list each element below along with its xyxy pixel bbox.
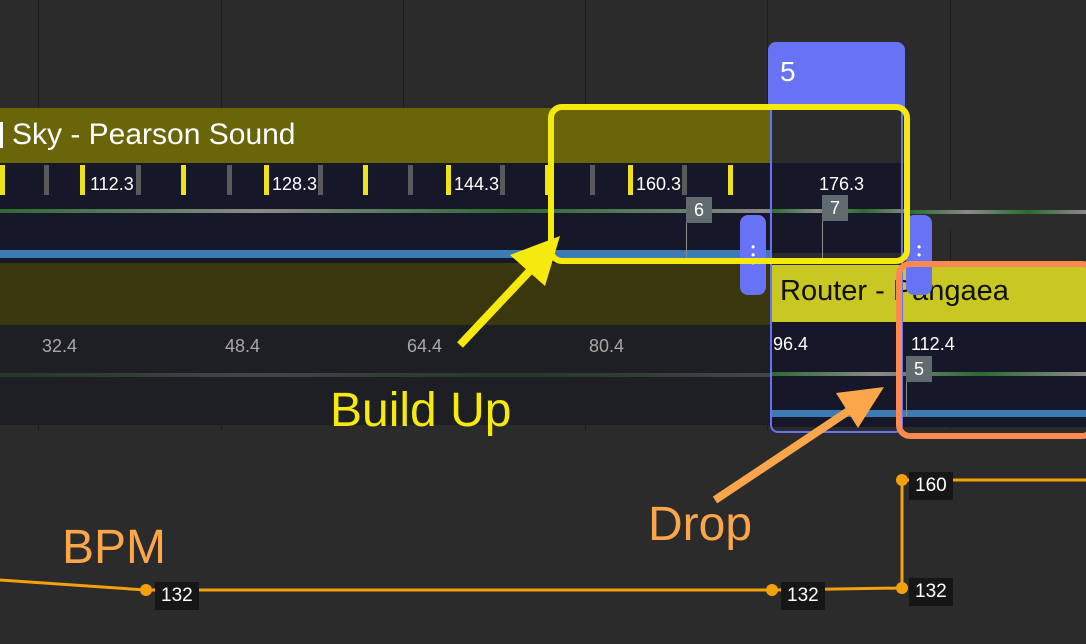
beat-label: 144.3 [454,174,500,194]
track-a-waveform-end [910,200,1086,230]
beat-marker [682,165,687,195]
beat-marker [136,165,141,195]
beat-label: 32.4 [42,336,78,356]
beat-label: 48.4 [225,336,261,356]
beat-marker [264,165,269,195]
bpm-value: 160 [909,472,953,500]
beat-marker [181,165,186,195]
track-b-phrase-strip [770,410,1086,417]
bpm-point[interactable] [140,584,152,596]
beat-marker [590,165,595,195]
beat-marker [545,165,550,195]
bpm-value: 132 [781,582,825,610]
beat-marker [44,165,49,195]
beat-marker [446,165,451,195]
waveform [0,209,770,213]
bpm-point[interactable] [896,582,908,594]
beat-label: 128.3 [272,174,318,194]
beat-label: 112.4 [911,334,955,354]
drop-highlight [896,261,1086,439]
track-b-waveform-area[interactable]: 32.4 48.4 64.4 80.4 [0,325,770,425]
beat-marker [408,165,413,195]
beat-marker [80,165,85,195]
selected-cue-tab[interactable]: 5 [768,42,905,110]
beat-marker [728,165,733,195]
drop-label: Drop [648,498,753,551]
build-up-highlight [548,104,910,264]
beat-marker [500,165,505,195]
beat-marker [363,165,368,195]
build-up-arrow [457,236,560,348]
track-a-waveform-area[interactable]: 112.3 128.3 144.3 160.3 [0,163,770,263]
selected-cue-number: 5 [780,56,796,87]
hot-cue-6[interactable]: 6 [686,197,712,223]
cue-line [906,356,907,416]
track-b-title: Router - Pangaea [780,275,1009,307]
hot-cue-7[interactable]: 7 [822,195,848,221]
bpm-label: BPM [62,521,167,574]
bpm-point[interactable] [896,474,908,486]
cue-line [822,210,823,260]
bpm-value: 132 [155,582,199,610]
track-b-header-area [0,263,770,325]
track-a-marker [0,122,3,148]
cue-line [686,210,687,260]
beat-marker [318,165,323,195]
track-a-title: Sky - Pearson Sound [12,118,296,151]
beat-label: 80.4 [589,336,625,356]
track-a-phrase-strip [0,250,770,258]
beat-marker [227,165,232,195]
beat-label: 176.3 [819,174,865,194]
hot-cue-5[interactable]: 5 [906,356,932,382]
beat-label: 160.3 [636,174,682,194]
beat-label: 96.4 [773,334,809,354]
beat-label: 112.3 [90,174,134,194]
waveform [910,210,1086,214]
beat-marker [0,165,5,195]
bpm-point[interactable] [766,584,778,596]
waveform [0,373,770,377]
track-a-title-bar[interactable]: Sky - Pearson Sound [0,108,770,163]
beat-label: 64.4 [407,336,443,356]
build-up-label: Build Up [330,384,512,437]
beat-marker [628,165,633,195]
bpm-value: 132 [909,578,953,606]
drop-arrow [712,387,884,504]
